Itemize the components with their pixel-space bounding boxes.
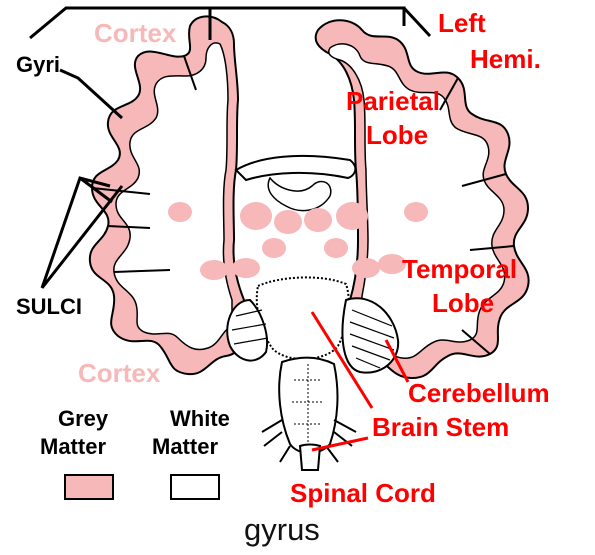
figure-caption: gyrus	[244, 514, 320, 545]
cortex-top-label: Cortex	[94, 20, 176, 46]
spinal-cord-label: Spinal Cord	[290, 480, 436, 506]
brain-stem-label: Brain Stem	[372, 414, 509, 440]
temporal-lobe-label-line1: Temporal	[402, 256, 517, 282]
white-matter-swatch	[170, 474, 220, 500]
corpus-callosum	[236, 156, 355, 180]
parietal-lobe-label-line1: Parietal	[346, 88, 440, 114]
sulci-label: SULCI	[16, 296, 82, 318]
left-hemi-label-line1: Left	[438, 10, 486, 36]
cerebellum-label: Cerebellum	[408, 380, 550, 406]
gyri-label: Gyri	[16, 54, 60, 76]
legend-grey-label-line2: Matter	[40, 436, 106, 458]
legend-grey-label-line1: Grey	[58, 408, 108, 430]
grey-matter-swatch	[64, 474, 114, 500]
legend-white-label-line1: White	[170, 408, 230, 430]
ventricle-shape	[268, 178, 331, 211]
left-hemi-label-line2: Hemi.	[470, 46, 541, 72]
cortex-bottom-label: Cortex	[78, 360, 160, 386]
temporal-lobe-label-line2: Lobe	[432, 290, 494, 316]
legend-white-label-line2: Matter	[152, 436, 218, 458]
parietal-lobe-label-line2: Lobe	[366, 122, 428, 148]
